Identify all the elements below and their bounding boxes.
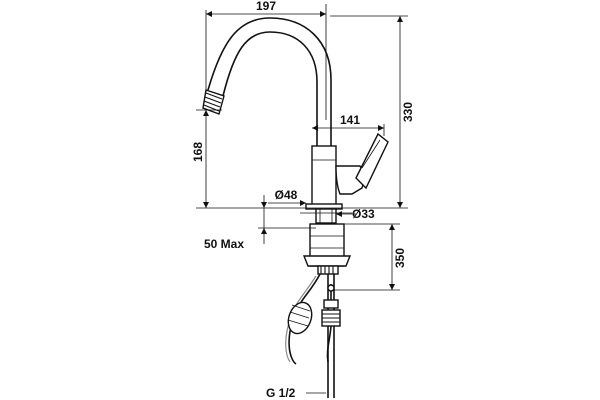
mounting-shank: [315, 208, 337, 224]
dim-spout-height: 168: [191, 142, 205, 162]
dimension-lines: [196, 4, 408, 394]
dim-handle-offset: 141: [340, 113, 360, 127]
faucet-column: [311, 145, 337, 209]
faucet-body: [202, 17, 389, 210]
dim-max-deck-thickness: 50 Max: [204, 237, 244, 251]
spout-head: [202, 89, 225, 115]
dim-spout-reach: 197: [256, 0, 276, 13]
quick-connector: [321, 284, 341, 363]
dim-connection-thread: G 1/2: [266, 386, 296, 400]
spout-outer-contour: [207, 17, 332, 205]
dim-hole-diameter: Ø33: [352, 207, 375, 221]
hose-weight: [287, 301, 313, 335]
spout-inner-contour: [222, 31, 318, 205]
dim-hose-length: 350: [393, 248, 407, 268]
dimension-labels: 197 330 141 168 Ø48 Ø33 50 Max 350 G 1/2: [191, 0, 415, 400]
dim-total-height: 330: [401, 102, 415, 122]
lever-handle: [335, 132, 389, 195]
dim-base-diameter: Ø48: [275, 188, 298, 202]
under-deck-assembly: [285, 208, 352, 398]
